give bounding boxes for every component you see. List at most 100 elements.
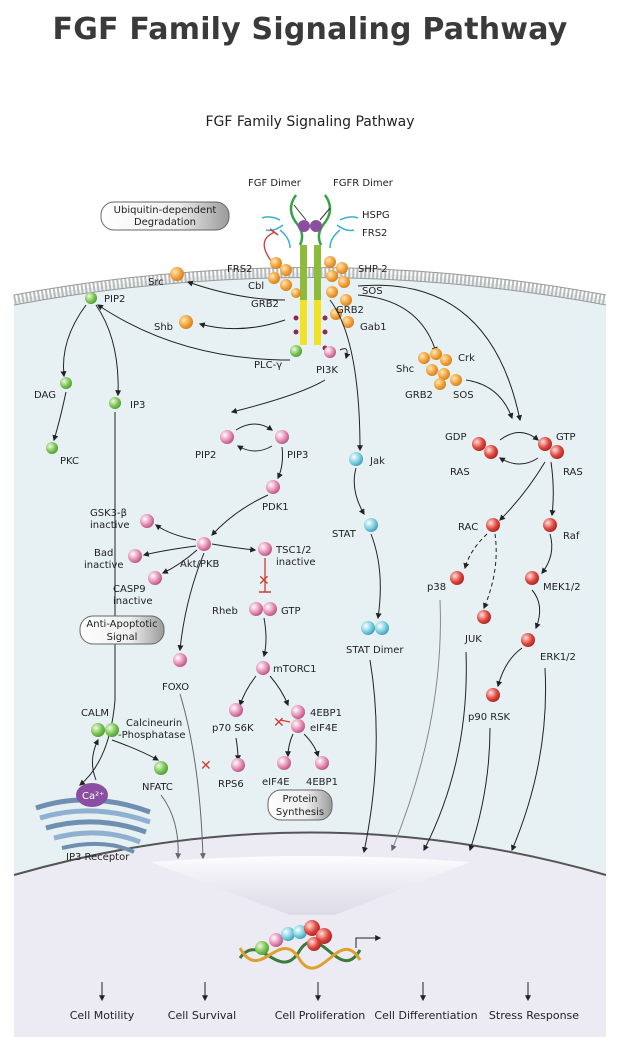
label-grb2-left: GRB2: [251, 299, 279, 310]
svg-text:Ca²⁺: Ca²⁺: [82, 791, 104, 802]
label-pip2-plc: PIP2: [104, 294, 125, 305]
label-pip3: PIP3: [287, 450, 308, 461]
casp9-node: [148, 571, 162, 585]
outcome-cell-survival: Cell Survival: [168, 1009, 236, 1022]
svg-text:inactive: inactive: [90, 520, 130, 531]
label-4ebp1-top: 4EBP1: [310, 708, 342, 719]
label-shc: Shc: [396, 364, 414, 375]
ras-gdp-node: [472, 437, 486, 451]
p70s6k-node: [229, 703, 243, 717]
label-ip3-receptor: IP3 Receptor: [66, 852, 130, 863]
label-plc-gamma: PLC-γ: [254, 360, 282, 371]
dag-node: [60, 377, 72, 389]
src-node: [170, 267, 184, 281]
svg-text:inactive: inactive: [113, 596, 153, 607]
label-rac: RAC: [458, 522, 478, 533]
page-title: FGF Family Signaling Pathway: [52, 12, 568, 47]
label-src: Src: [148, 277, 164, 288]
outcome-stress-response: Stress Response: [489, 1009, 579, 1022]
label-fgfr-dimer: FGFR Dimer: [333, 178, 394, 189]
label-calm: CALM: [81, 708, 109, 719]
label-rheb: Rheb: [212, 606, 238, 617]
calm-node: [91, 723, 105, 737]
label-crk: Crk: [458, 353, 475, 364]
ubiquitin-degradation-box: Ubiquitin-dependent Degradation: [100, 201, 230, 231]
label-hspg: HSPG: [362, 210, 390, 221]
label-calcineurin: Calcineurin: [126, 718, 182, 729]
mek-node: [525, 571, 539, 585]
ras-gtp-node: [538, 437, 552, 451]
inhibition-x-icon: ✕: [258, 573, 270, 589]
stat-dimer-node: [361, 621, 375, 635]
label-mek: MEK1/2: [543, 582, 581, 593]
label-raf: Raf: [563, 531, 580, 542]
outcome-cell-proliferation: Cell Proliferation: [275, 1009, 366, 1022]
label-p90rsk: p90 RSK: [468, 712, 511, 723]
label-cbl: Cbl: [248, 281, 264, 292]
svg-text:Synthesis: Synthesis: [276, 807, 324, 818]
label-p70s6k: p70 S6K: [212, 723, 254, 734]
label-frs2-right: FRS2: [362, 228, 387, 239]
label-foxo: FOXO: [162, 682, 189, 693]
label-sos-adaptor: SOS: [453, 390, 474, 401]
rac-node: [486, 518, 500, 532]
inhibition-x-icon: ✕: [273, 715, 285, 731]
svg-text:-Phosphatase: -Phosphatase: [118, 730, 186, 741]
label-fgf-dimer: FGF Dimer: [248, 178, 302, 189]
label-mtorc1: mTORC1: [273, 664, 317, 675]
eif4e-top-node: [291, 719, 305, 733]
label-casp9: CASP9: [113, 584, 146, 595]
label-juk: JUK: [464, 634, 482, 645]
eif4e-node: [277, 756, 291, 770]
raf-node: [543, 518, 557, 532]
label-erk: ERK1/2: [540, 652, 576, 663]
nfatc-node: [154, 761, 168, 775]
label-gtp-ras: GTP: [556, 432, 576, 443]
calcium-node: [76, 783, 108, 807]
label-gdp: GDP: [445, 432, 466, 443]
p90rsk-node: [486, 688, 500, 702]
p38-node: [450, 571, 464, 585]
plc-gamma-node: [290, 345, 302, 357]
grb2-adaptor-node: [434, 378, 446, 390]
label-ip3: IP3: [130, 400, 145, 411]
bad-node: [128, 549, 142, 563]
label-pkc: PKC: [60, 456, 79, 467]
label-p38: p38: [427, 582, 446, 593]
frs2-left-node: [270, 257, 282, 269]
tsc-node: [258, 542, 272, 556]
crk-node: [440, 354, 452, 366]
erk-node: [521, 633, 535, 647]
anti-apoptotic-box: Anti-Apoptotic Signal: [79, 615, 165, 645]
label-gtp-rheb: GTP: [281, 606, 301, 617]
transcription-complex: [255, 920, 332, 955]
label-tsc: TSC1/2: [275, 545, 312, 556]
rheb-node: [249, 602, 263, 616]
label-rps6: RPS6: [218, 779, 244, 790]
mtorc1-node: [256, 661, 270, 675]
inhibition-x-icon: ✕: [200, 758, 212, 774]
pi3k-node: [324, 346, 336, 358]
cbl-node: [268, 272, 280, 284]
outcome-cell-motility: Cell Motility: [70, 1009, 135, 1022]
label-grb2-right: GRB2: [336, 305, 364, 316]
label-shb: Shb: [154, 322, 173, 333]
label-sos: SOS: [362, 286, 383, 297]
shc-node: [418, 352, 430, 364]
label-gsk3b: GSK3-β: [90, 508, 127, 519]
label-grb2-adaptor: GRB2: [405, 390, 433, 401]
svg-text:Protein: Protein: [282, 794, 317, 805]
label-pdk1: PDK1: [262, 502, 289, 513]
rps6-node: [231, 758, 245, 772]
ip3-node: [109, 397, 121, 409]
pdk1-node: [266, 480, 280, 494]
svg-text:Anti-Apoptotic: Anti-Apoptotic: [86, 619, 157, 630]
label-eif4e-top: eIF4E: [310, 723, 338, 734]
pip3-node: [275, 430, 289, 444]
nuclear-funnel: [150, 856, 470, 915]
protein-synthesis-box: Protein Synthesis: [267, 789, 333, 821]
label-pip2-pi3k: PIP2: [195, 450, 216, 461]
pip2-pi3k-node: [220, 430, 234, 444]
jak-node: [349, 452, 363, 466]
